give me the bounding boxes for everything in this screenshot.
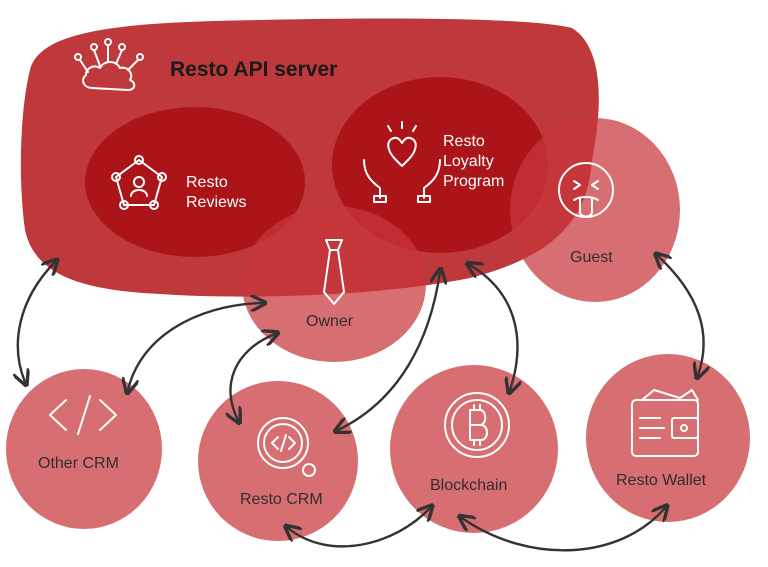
arrow-loyalty-resto-crm: [338, 272, 440, 430]
code-icon: [49, 395, 117, 435]
other-crm-node[interactable]: [6, 369, 162, 529]
arrow-guest-wallet: [658, 256, 704, 375]
cloud-network-icon: [74, 38, 144, 91]
resto-crm-label: Resto CRM: [240, 491, 323, 508]
network-user-icon: [111, 155, 167, 210]
api-server-title: Resto API server: [170, 58, 337, 81]
tongue-face-icon: [558, 162, 614, 218]
reviews-area: [85, 107, 305, 257]
guest-label: Guest: [570, 249, 613, 266]
reviews-label-2: Reviews: [186, 194, 246, 211]
other-crm-label: Other CRM: [38, 455, 119, 472]
loyalty-label-3: Program: [443, 173, 504, 190]
code-gear-icon: [257, 417, 316, 477]
blockchain-label: Blockchain: [430, 477, 507, 494]
arrow-owner-resto-crm: [230, 334, 275, 420]
loyalty-label-1: Resto: [443, 133, 485, 150]
arrow-resto-crm-blockchain: [288, 508, 430, 548]
arrow-loyalty-blockchain: [470, 265, 517, 390]
heart-hands-icon: [363, 121, 441, 203]
wallet-node[interactable]: [586, 354, 750, 522]
reviews-label-1: Resto: [186, 174, 228, 191]
wallet-label: Resto Wallet: [616, 472, 707, 489]
arrow-server-other-crm: [18, 262, 55, 382]
owner-label: Owner: [306, 313, 354, 330]
arrow-owner-other-crm: [128, 303, 262, 390]
guest-node[interactable]: [510, 118, 680, 302]
wallet-icon: [631, 389, 699, 457]
arrow-blockchain-wallet: [462, 508, 665, 552]
loyalty-label-2: Loyalty: [443, 153, 494, 170]
owner-node[interactable]: [242, 206, 426, 362]
